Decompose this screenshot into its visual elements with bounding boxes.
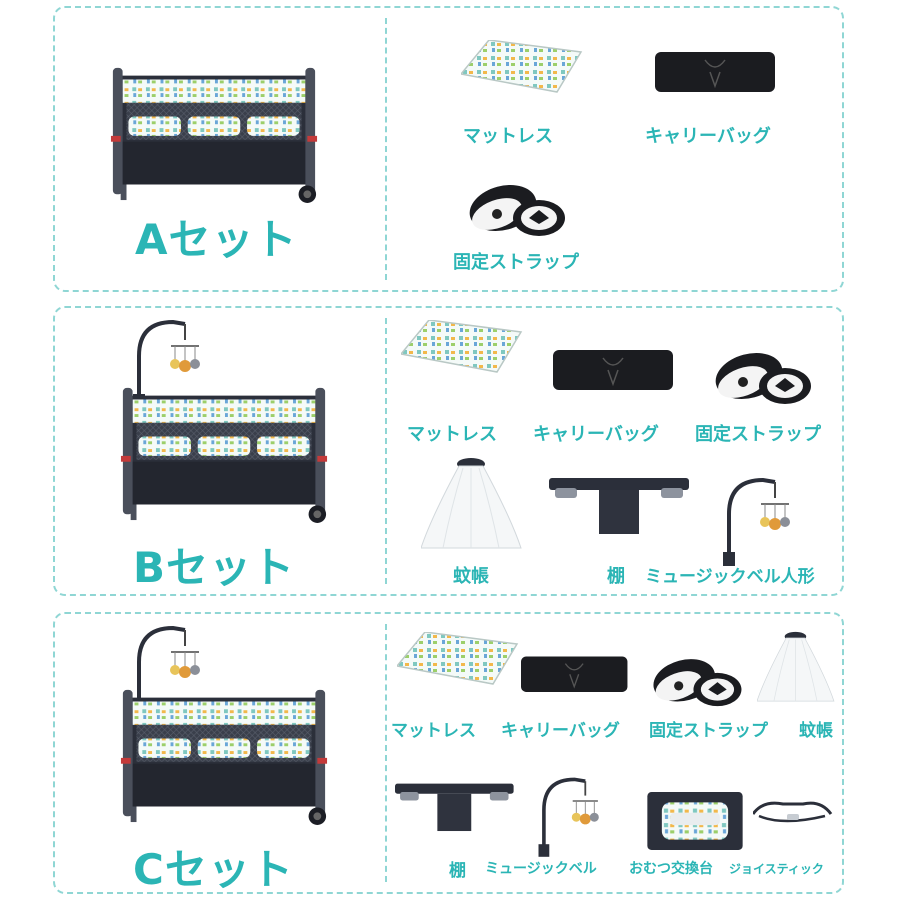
set-a-divider bbox=[385, 18, 387, 280]
mattress-icon bbox=[401, 320, 525, 378]
strap-icon bbox=[467, 180, 571, 244]
carry-bag-icon bbox=[553, 350, 677, 394]
set-c-item-music-bell: ミュージックベル bbox=[485, 861, 597, 877]
joystick-icon bbox=[753, 800, 833, 830]
set-a-item-strap: 固定ストラップ bbox=[453, 252, 579, 273]
mattress-icon bbox=[397, 632, 521, 690]
set-b-item-shelf: 棚 bbox=[607, 566, 625, 587]
set-b-item-carry-bag: キャリーバッグ bbox=[533, 424, 659, 445]
music-mobile-icon bbox=[723, 474, 813, 574]
set-c-divider bbox=[385, 624, 387, 882]
set-c-item-mattress: マットレス bbox=[391, 721, 476, 741]
set-b-item-mattress: マットレス bbox=[407, 424, 497, 445]
set-a-panel: Aセット マットレス キャリーバッグ 固定ストラップ bbox=[53, 6, 844, 292]
set-a-item-mattress: マットレス bbox=[463, 126, 553, 147]
changing-table-icon bbox=[647, 792, 743, 850]
set-b-item-net: 蚊帳 bbox=[453, 566, 489, 587]
set-a-item-carry-bag: キャリーバッグ bbox=[645, 126, 771, 147]
set-b-item-strap: 固定ストラップ bbox=[695, 424, 821, 445]
set-c-title: Cセット bbox=[133, 845, 294, 894]
set-c-item-joystick: ジョイスティック bbox=[729, 862, 824, 876]
music-mobile-icon bbox=[537, 774, 621, 864]
crib-icon bbox=[109, 52, 319, 212]
set-c-item-strap: 固定ストラップ bbox=[649, 721, 768, 741]
set-b-item-music-doll: ミュージックベル人形 bbox=[645, 567, 815, 587]
set-c-item-net: 蚊帳 bbox=[799, 721, 833, 741]
strap-icon bbox=[713, 348, 817, 412]
shelf-icon bbox=[395, 782, 517, 836]
mattress-icon bbox=[461, 40, 585, 98]
carry-bag-icon bbox=[655, 52, 779, 96]
crib-icon bbox=[119, 372, 329, 532]
carry-bag-icon bbox=[521, 654, 631, 698]
crib-icon bbox=[119, 674, 329, 834]
set-c-item-changing-table: おむつ交換台 bbox=[629, 861, 713, 877]
set-b-title: Bセット bbox=[133, 543, 296, 592]
set-b-divider bbox=[385, 318, 387, 584]
shelf-icon bbox=[549, 478, 693, 538]
set-c-item-shelf: 棚 bbox=[449, 861, 466, 881]
set-c-item-carry-bag: キャリーバッグ bbox=[501, 721, 620, 741]
set-c-panel: Cセット マットレス キャリーバッグ 固定ストラップ 蚊帳 棚 ミュージックベル… bbox=[53, 612, 844, 894]
set-a-title: Aセット bbox=[135, 215, 298, 264]
set-b-panel: Bセット マットレス キャリーバッグ 固定ストラップ 蚊帳 棚 ミュージックベル… bbox=[53, 306, 844, 596]
mosquito-net-icon bbox=[421, 458, 525, 552]
mosquito-net-icon bbox=[757, 630, 837, 706]
strap-icon bbox=[651, 654, 747, 714]
